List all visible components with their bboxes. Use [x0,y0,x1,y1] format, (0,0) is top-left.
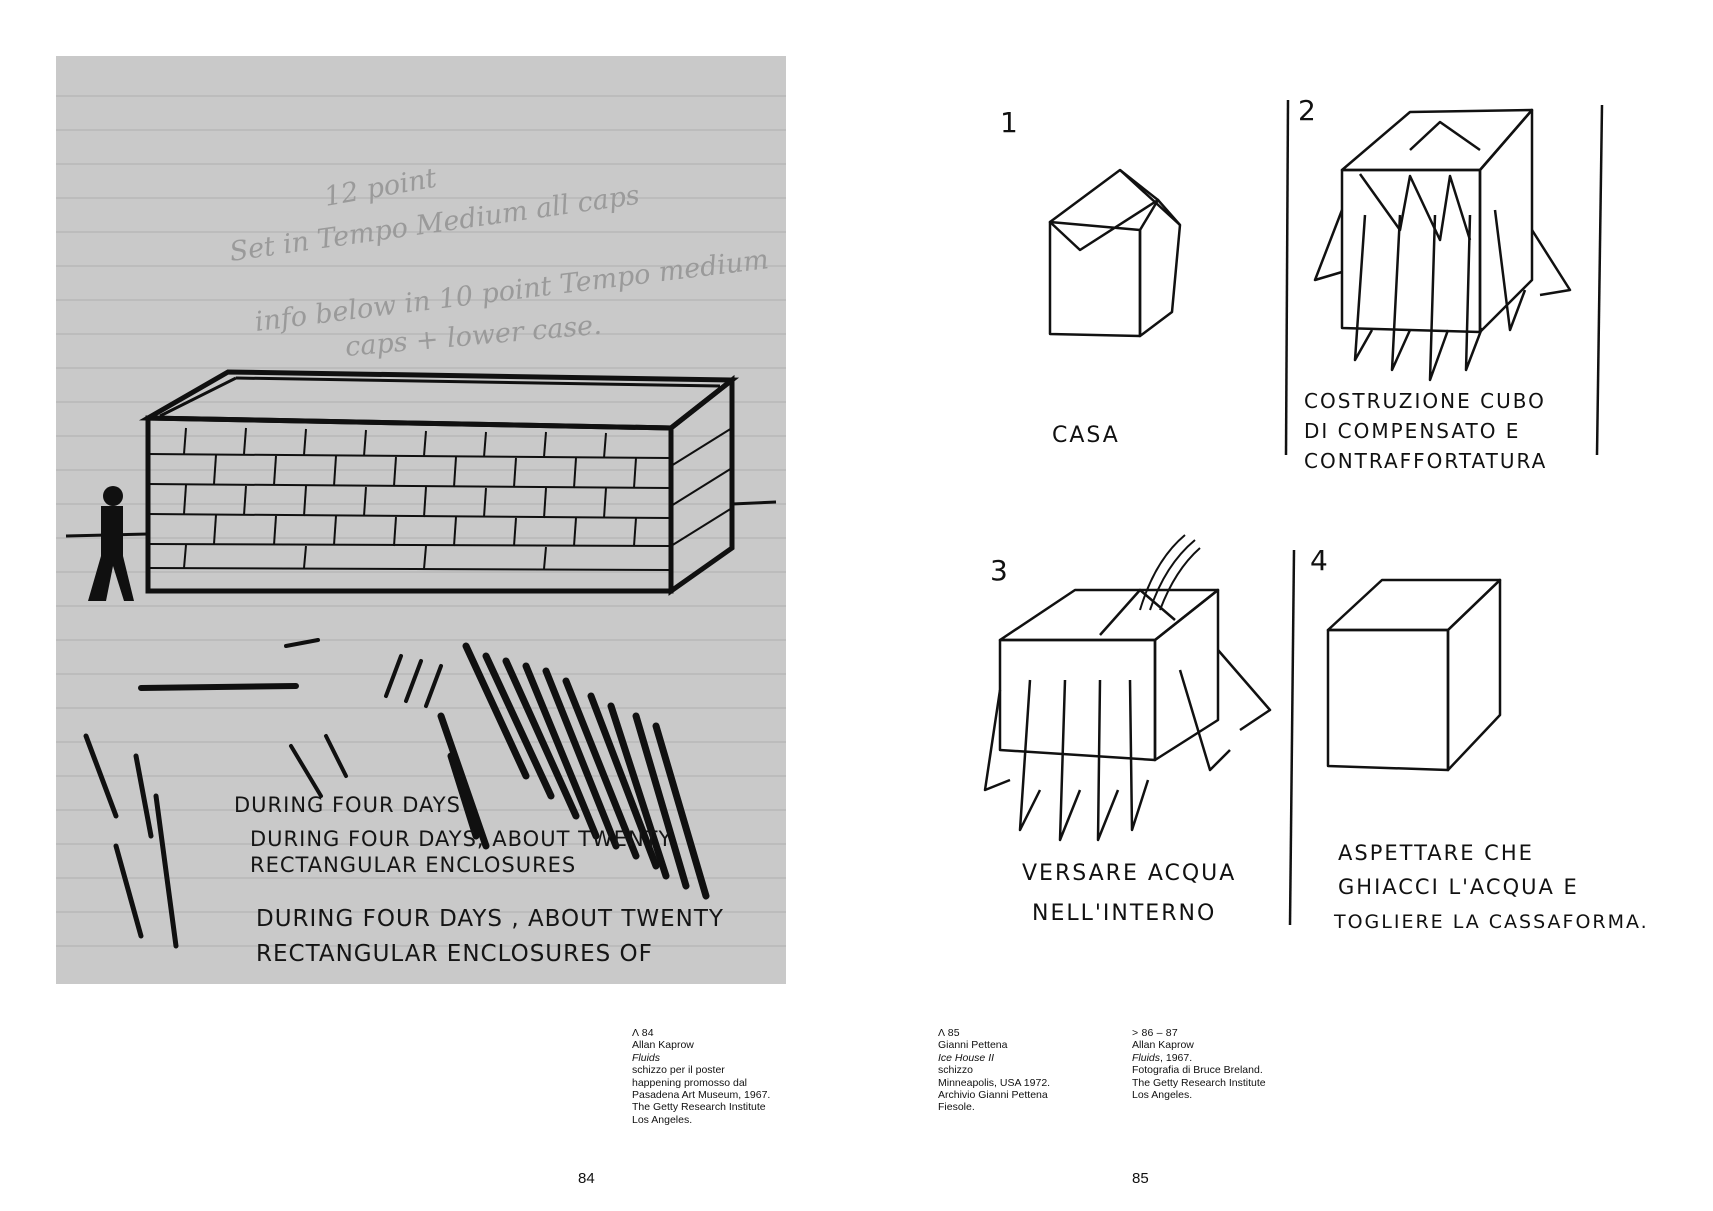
panel-3-caption-line-2: NELL'INTERNO [1032,901,1216,926]
panel-1-caption: CASA [1052,423,1120,448]
sketch-line-4: DURING FOUR DAYS , ABOUT TWENTY [256,906,724,932]
caption-85-line-2: Minneapolis, USA 1972. [938,1076,1051,1089]
panel-2-caption-line-3: CONTRAFFORTATURA [1304,449,1547,473]
caption-85: Λ 85 Gianni Pettena Ice House II schizzo… [938,1027,1050,1114]
caption-84-title: Fluids [632,1051,661,1064]
caption-84-line-2: happening promosso dal [632,1076,747,1089]
panel-2-caption-line-1: COSTRUZIONE CUBO [1304,389,1546,413]
brick-enclosure-drawing [65,369,777,596]
ink-lines [983,99,1604,926]
pencil-note-1a: 12 point [322,163,439,213]
caption-85-line-3: Archivio Gianni Pettena [938,1089,1048,1102]
caption-86-87: > 86 – 87 Allan Kaprow Fluids, 1967. Fot… [1132,1027,1266,1101]
panel-1-number: 1 [1000,106,1018,139]
caption-84-author: Allan Kaprow [632,1039,694,1052]
caption-84-ref: Λ 84 [632,1027,654,1039]
page-number-left: 84 [578,1170,595,1187]
panel-2-number: 2 [1298,94,1316,127]
human-figure-drawing [88,486,134,601]
caption-85-line-1: schizzo [938,1064,974,1077]
caption-86-87-author: Allan Kaprow [1132,1039,1194,1052]
panel-4-number: 4 [1310,544,1328,577]
kaprow-fluids-sketch: 12 point Set in Tempo Medium all caps in… [56,56,786,984]
panel-4-caption-line-3: TOGLIERE LA CASSAFORMA. [1333,911,1649,933]
caption-86-87-title: Fluids [1132,1051,1161,1064]
caption-86-87-line-1: Fotografia di Bruce Breland. [1132,1064,1263,1077]
sketch-line-1: DURING FOUR DAYS [234,793,461,817]
caption-85-line-4: Fiesole. [938,1101,975,1114]
caption-86-87-line-3: Los Angeles. [1132,1089,1193,1102]
sketch-85-drawing: 1 2 3 4 CASA COSTRUZIONE CUBO DI COMPENS… [983,94,1649,933]
page-number-right: 85 [1132,1170,1149,1187]
caption-85-author: Gianni Pettena [938,1039,1008,1052]
caption-84-line-4: The Getty Research Institute [632,1101,766,1114]
caption-84-line-5: Los Angeles. [632,1113,693,1126]
panel-3-caption-line-1: VERSARE ACQUA [1022,861,1236,886]
panel-2-caption-line-2: DI COMPENSATO E [1304,419,1520,443]
sketch-line-5: RECTANGULAR ENCLOSURES OF [256,941,653,967]
caption-86-87-title-suffix: , 1967. [1160,1051,1193,1064]
caption-84: Λ 84 Allan Kaprow Fluids schizzo per il … [632,1027,770,1126]
panel-3-number: 3 [990,554,1008,587]
caption-84-line-3: Pasadena Art Museum, 1967. [632,1089,771,1102]
pettena-ice-house-sketch: 1 2 3 4 CASA COSTRUZIONE CUBO DI COMPENS… [980,90,1670,950]
caption-85-title: Ice House II [938,1051,995,1064]
sketch-line-3: RECTANGULAR ENCLOSURES [250,853,576,877]
ink-scribbles [83,638,710,949]
caption-86-87-line-2: The Getty Research Institute [1132,1076,1266,1089]
sketch-84-drawing: 12 point Set in Tempo Medium all caps in… [56,95,786,967]
panel-4-caption-line-2: GHIACCI L'ACQUA E [1338,875,1579,899]
caption-84-line-1: schizzo per il poster [632,1064,725,1077]
caption-85-ref: Λ 85 [938,1027,960,1039]
panel-4-caption-line-1: ASPETTARE CHE [1338,841,1534,865]
sketch-line-2: DURING FOUR DAYS, ABOUT TWENTY [250,827,672,851]
caption-86-87-ref: > 86 – 87 [1132,1027,1178,1039]
